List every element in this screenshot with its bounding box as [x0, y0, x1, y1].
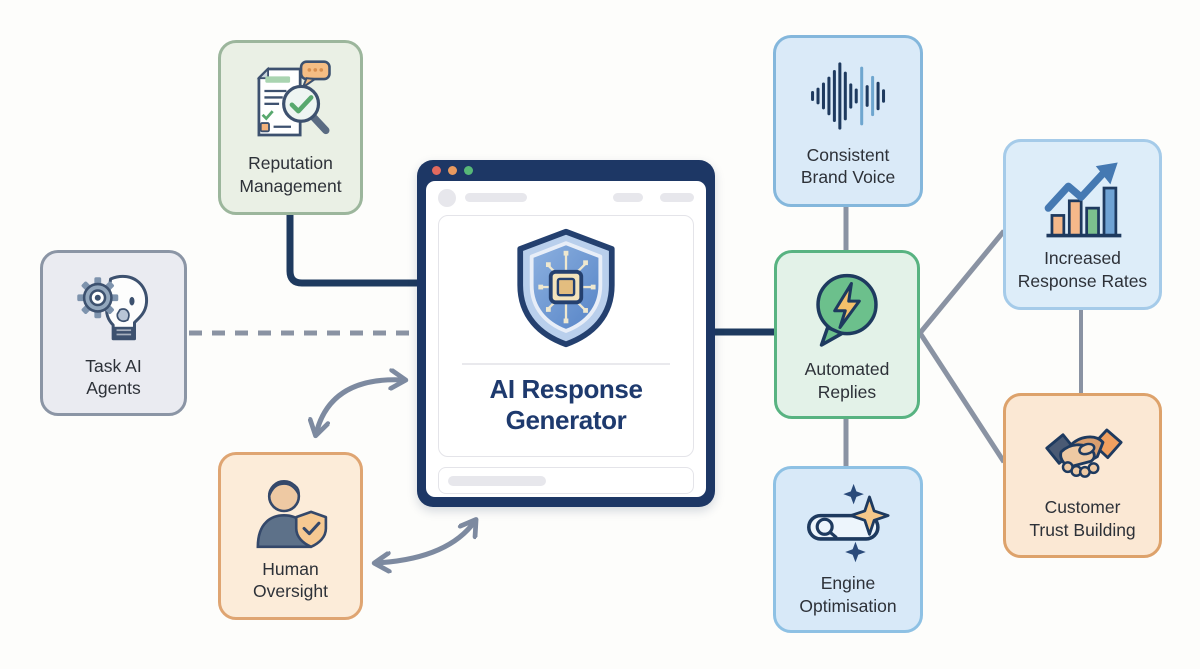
window-title-line1: AI Response — [489, 373, 643, 404]
window-dot-green[interactable] — [464, 166, 473, 175]
shield-chip-icon — [507, 226, 625, 355]
connector-automated-to-trust — [917, 331, 1007, 464]
window-body: AI Response Generator — [426, 181, 706, 497]
input-placeholder-bar — [448, 475, 546, 486]
prompt-input[interactable] — [438, 467, 694, 494]
robot-gear-icon — [71, 267, 157, 349]
search-sparkles-icon — [800, 482, 896, 566]
arrow-window-human-upper — [316, 380, 404, 434]
toolbar-bar-small — [660, 193, 694, 202]
handshake-icon — [1035, 410, 1131, 490]
voice-waveform-icon — [800, 54, 896, 138]
chat-lightning-icon — [803, 266, 891, 352]
card-divider — [461, 363, 671, 365]
window-dot-orange[interactable] — [448, 166, 457, 175]
toolbar-bar — [465, 193, 527, 202]
ai-response-generator-window: AI Response Generator — [417, 160, 715, 507]
toolbar-bar-small — [613, 193, 643, 202]
connector-reputation-to-window — [286, 213, 420, 287]
arrow-human-window-lower — [376, 521, 475, 563]
person-shield-icon — [247, 470, 335, 552]
generator-card: AI Response Generator — [438, 215, 694, 457]
document-review-icon — [245, 58, 337, 146]
growth-chart-icon — [1037, 157, 1129, 241]
window-titlebar — [417, 160, 715, 181]
connector-automated-to-responserates — [918, 229, 1006, 335]
window-dot-red[interactable] — [432, 166, 441, 175]
window-toolbar — [426, 181, 706, 214]
avatar — [438, 188, 456, 207]
window-title-line2: Generator — [505, 405, 627, 436]
